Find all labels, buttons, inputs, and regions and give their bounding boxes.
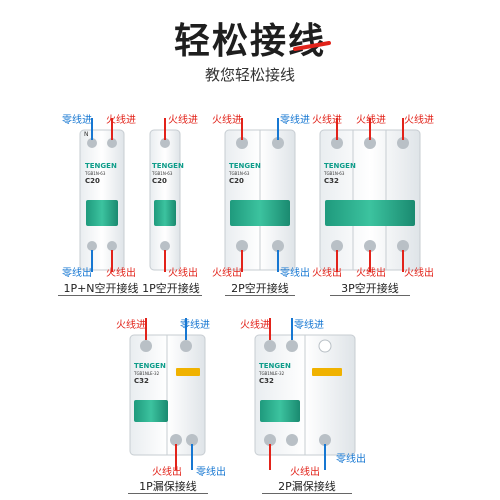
breaker-1p-rating: C20 bbox=[152, 177, 167, 185]
title-strike-mark bbox=[293, 36, 331, 51]
label-1p-live-out: 火线出 bbox=[168, 268, 198, 279]
label-3p-live-out-3: 火线出 bbox=[404, 268, 434, 279]
caption-1p-rcd: 1P漏保接线 bbox=[139, 480, 197, 493]
breaker-1p-n-brand: TENGEN bbox=[85, 162, 117, 170]
label-3p-live-in-3: 火线进 bbox=[404, 115, 434, 126]
caption-2p-underline bbox=[225, 295, 295, 296]
caption-1p-rcd-underline bbox=[128, 493, 208, 494]
caption-2p-rcd-underline bbox=[262, 493, 352, 494]
breaker-2p-rcd bbox=[254, 318, 356, 470]
breaker-2p-rcd-rating: C32 bbox=[259, 377, 274, 385]
breaker-3p-rating: C32 bbox=[324, 177, 339, 185]
label-1p-n-neutral-out: 零线出 bbox=[62, 268, 92, 279]
label-2p-live-in: 火线进 bbox=[212, 115, 242, 126]
label-1p-rcd-live-out: 火线出 bbox=[152, 467, 182, 478]
label-2p-neutral-in: 零线进 bbox=[280, 115, 310, 126]
breaker-1p-n bbox=[79, 118, 125, 272]
breaker-1p bbox=[149, 118, 181, 272]
caption-2p-rcd: 2P漏保接线 bbox=[278, 480, 336, 493]
caption-2p: 2P空开接线 bbox=[231, 282, 289, 295]
label-1p-n-live-in: 火线进 bbox=[106, 115, 136, 126]
caption-1p-underline bbox=[140, 295, 202, 296]
breaker-2p-brand: TENGEN bbox=[229, 162, 261, 170]
label-2p-rcd-live-in: 火线进 bbox=[240, 320, 270, 331]
label-2p-rcd-live-out: 火线出 bbox=[290, 467, 320, 478]
label-3p-live-out-1: 火线出 bbox=[312, 268, 342, 279]
caption-3p-underline bbox=[330, 295, 410, 296]
label-3p-live-out-2: 火线出 bbox=[356, 268, 386, 279]
label-2p-rcd-neutral-in: 零线进 bbox=[294, 320, 324, 331]
breaker-1p-brand: TENGEN bbox=[152, 162, 184, 170]
label-1p-n-live-out: 火线出 bbox=[106, 268, 136, 279]
page-title: 轻松接线 bbox=[173, 21, 326, 62]
breaker-1p-rcd-rating: C32 bbox=[134, 377, 149, 385]
label-3p-live-in-2: 火线进 bbox=[356, 115, 386, 126]
breaker-1p-rcd-model: TGB1NLE-32 bbox=[134, 371, 160, 376]
label-1p-n-neutral-in: 零线进 bbox=[62, 115, 92, 126]
caption-1p-n: 1P+N空开接线 bbox=[63, 282, 139, 295]
label-2p-rcd-neutral-out: 零线出 bbox=[336, 454, 366, 465]
label-2p-live-out: 火线出 bbox=[212, 268, 242, 279]
breaker-1p-n-terminal-mark: N bbox=[84, 131, 89, 138]
breaker-3p-brand: TENGEN bbox=[324, 162, 356, 170]
label-2p-neutral-out: 零线出 bbox=[280, 268, 310, 279]
breaker-1p-rcd bbox=[129, 318, 206, 470]
label-3p-live-in-1: 火线进 bbox=[312, 115, 342, 126]
breaker-3p-model: TGB1N-63 bbox=[324, 171, 345, 176]
breaker-1p-rcd-brand: TENGEN bbox=[134, 362, 166, 370]
breaker-2p-rcd-model: TGB1NLE-32 bbox=[259, 371, 285, 376]
caption-1p-n-underline bbox=[58, 295, 144, 296]
page-subtitle: 教您轻松接线 bbox=[204, 66, 295, 84]
label-1p-live-in: 火线进 bbox=[168, 115, 198, 126]
caption-3p: 3P空开接线 bbox=[341, 282, 399, 295]
caption-1p: 1P空开接线 bbox=[142, 282, 200, 295]
label-1p-rcd-neutral-out: 零线出 bbox=[196, 467, 226, 478]
breaker-2p-rating: C20 bbox=[229, 177, 244, 185]
breaker-2p-rcd-brand: TENGEN bbox=[259, 362, 291, 370]
breaker-1p-n-model: TGB1N-63 bbox=[85, 171, 106, 176]
label-1p-rcd-live-in: 火线进 bbox=[116, 320, 146, 331]
breaker-2p bbox=[224, 118, 296, 272]
breaker-2p-model: TGB1N-63 bbox=[229, 171, 250, 176]
breaker-1p-n-rating: C20 bbox=[85, 177, 100, 185]
breaker-3p bbox=[319, 118, 421, 272]
breaker-1p-model: TGB1N-63 bbox=[152, 171, 173, 176]
label-1p-rcd-neutral-in: 零线进 bbox=[180, 320, 210, 331]
